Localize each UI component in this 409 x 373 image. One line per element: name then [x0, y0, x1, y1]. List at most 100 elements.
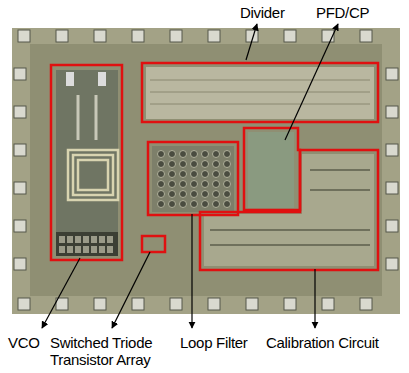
capacitor-cell [191, 161, 198, 168]
capacitor-cell [180, 201, 187, 208]
leader-line [112, 252, 150, 328]
capacitor-cell [213, 161, 220, 168]
capacitor-cell [158, 171, 165, 178]
capacitor-cell [169, 201, 176, 208]
bond-pad [132, 298, 144, 310]
capacitor-cell [191, 151, 198, 158]
cell-array [59, 236, 113, 253]
capacitor-cell [224, 151, 231, 158]
capacitor-cell [191, 171, 198, 178]
capacitor-cell [213, 151, 220, 158]
varactor-array [56, 232, 118, 256]
bond-pad [14, 220, 26, 232]
pad-small [98, 72, 106, 86]
region-outlines [51, 63, 378, 270]
bond-pad [386, 258, 398, 270]
cell [107, 246, 113, 253]
capacitor-cell [213, 181, 220, 188]
leader-line [285, 24, 338, 140]
capacitor-cell [224, 191, 231, 198]
region-outline [244, 128, 300, 210]
capacitor-cell [224, 181, 231, 188]
part-label: Loop Filter [180, 334, 248, 351]
bond-pad [208, 298, 220, 310]
bond-pad [94, 298, 106, 310]
part-label: PFD/CP [316, 4, 369, 21]
cell [59, 246, 65, 253]
bond-pad [14, 144, 26, 156]
capacitor-cell [202, 161, 209, 168]
cell [91, 236, 97, 243]
cell [83, 246, 89, 253]
capacitor-cell [169, 191, 176, 198]
capacitor-cell [169, 171, 176, 178]
capacitor-cell [180, 181, 187, 188]
capacitor-cell [180, 171, 187, 178]
bond-pad [284, 30, 296, 42]
bond-pad [386, 106, 398, 118]
bond-pads [14, 30, 398, 310]
wires [150, 80, 370, 104]
capacitor-cell [158, 161, 165, 168]
bond-pad [208, 30, 220, 42]
bond-pad [246, 298, 258, 310]
region-outline [148, 142, 238, 215]
leader-line [42, 258, 80, 328]
divider-area [146, 67, 374, 119]
capacitor-cell [158, 181, 165, 188]
capacitor-cell [224, 201, 231, 208]
capacitor-cell [213, 191, 220, 198]
bond-pad [360, 30, 372, 42]
bond-pad [14, 182, 26, 194]
bond-pad [360, 298, 372, 310]
bond-pad [14, 258, 26, 270]
cell [59, 236, 65, 243]
bond-pad [322, 298, 334, 310]
bond-pad [14, 106, 26, 118]
inductor-spiral [68, 150, 118, 200]
vco-wire [78, 95, 96, 140]
wires [210, 170, 370, 245]
bond-pad [284, 298, 296, 310]
capacitor-cell [224, 171, 231, 178]
part-label: Calibration Circuit [266, 334, 379, 351]
bond-pad [56, 30, 68, 42]
bond-pad [386, 68, 398, 80]
pad-small [66, 72, 74, 86]
bond-pad [170, 30, 182, 42]
vco-area [56, 70, 118, 256]
core-area [30, 44, 382, 296]
region-outline [142, 63, 378, 122]
capacitor-cell [202, 201, 209, 208]
cell [75, 246, 81, 253]
part-label: Switched Triode Transistor Array [50, 334, 172, 368]
capacitor-cell [180, 151, 187, 158]
cell [75, 236, 81, 243]
bond-pad [132, 30, 144, 42]
cell [67, 246, 73, 253]
cell [99, 246, 105, 253]
bond-pad [94, 30, 106, 42]
cell [107, 236, 113, 243]
capacitor-grid [158, 151, 231, 208]
cell [83, 236, 89, 243]
region-outline [142, 236, 165, 252]
bond-pad [386, 182, 398, 194]
capacitor-cell [180, 161, 187, 168]
die-ground [12, 28, 400, 314]
capacitor-cell [158, 201, 165, 208]
capacitor-cell [213, 201, 220, 208]
bond-pad [18, 30, 30, 42]
cell [67, 236, 73, 243]
capacitor-cell [224, 161, 231, 168]
leader-line [246, 24, 257, 60]
leader-line [191, 214, 192, 328]
leader-line [314, 269, 315, 328]
capacitor-cell [169, 181, 176, 188]
capacitor-cell [158, 191, 165, 198]
capacitor-cell [158, 151, 165, 158]
capacitor-cell [202, 181, 209, 188]
bond-pad [386, 220, 398, 232]
